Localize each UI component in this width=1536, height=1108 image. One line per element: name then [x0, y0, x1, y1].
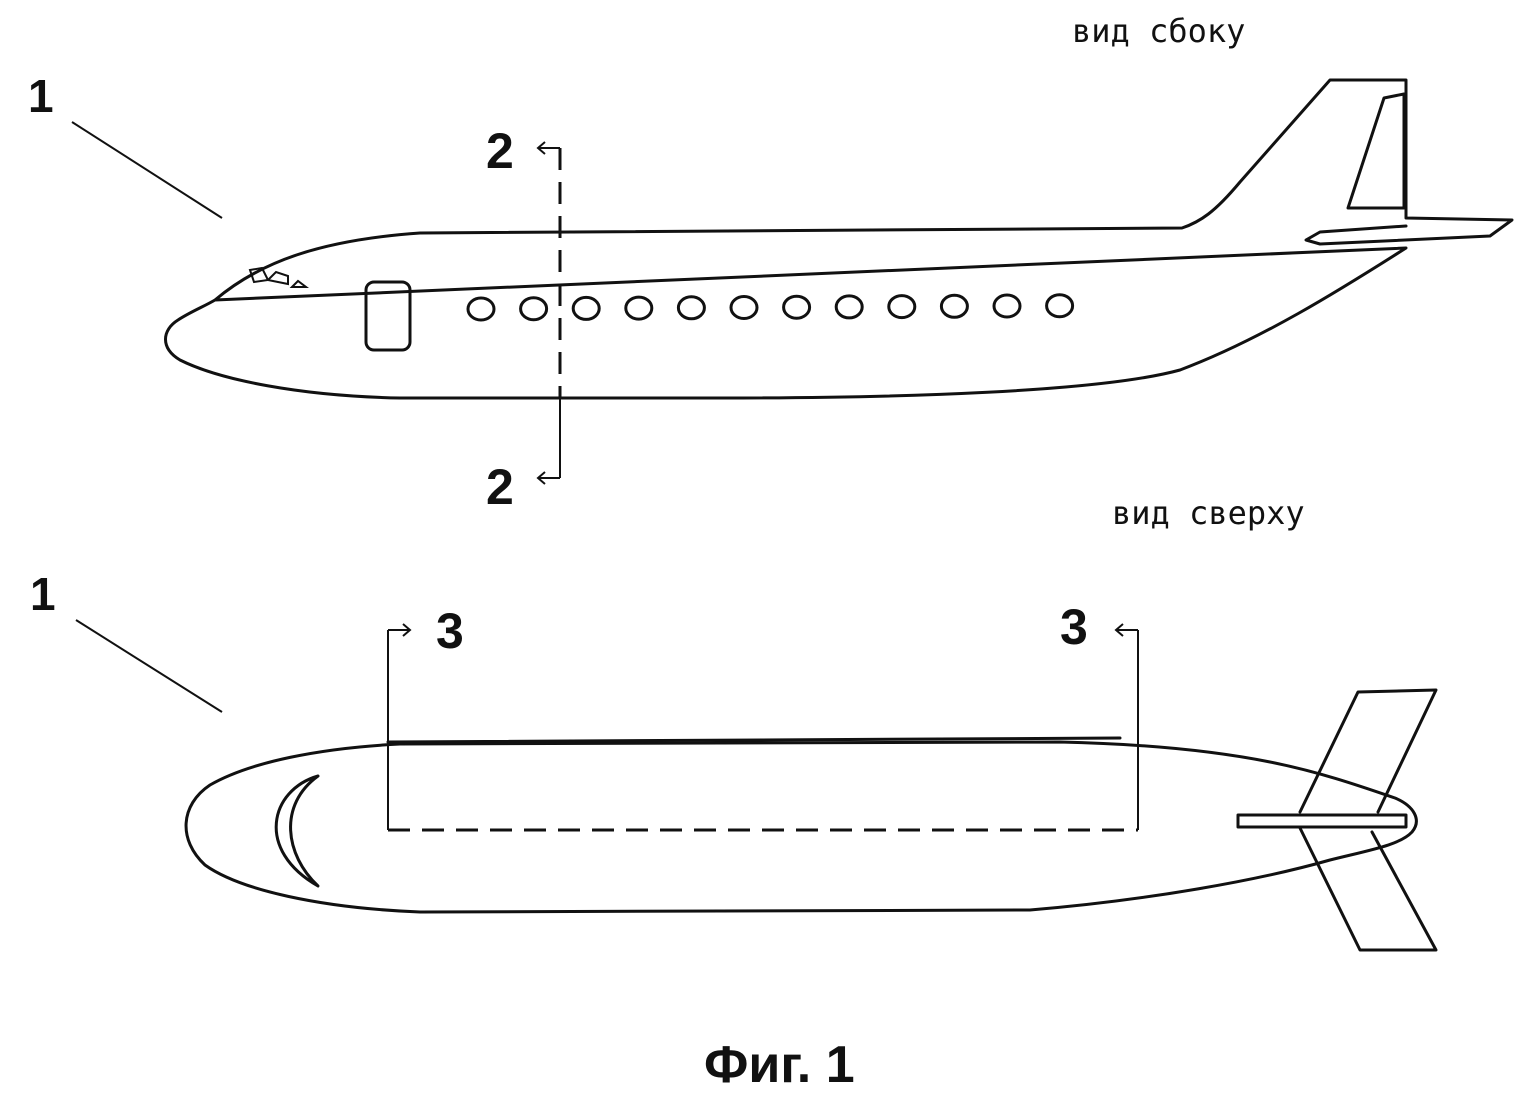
- side-window: [678, 297, 704, 319]
- side-view-label: вид сбоку: [1072, 12, 1245, 50]
- top-cockpit-window: [276, 776, 318, 886]
- section-arrow-top: [538, 142, 560, 154]
- section-label-right: 3: [1060, 599, 1088, 655]
- side-window: [468, 298, 494, 320]
- section-arrow-bottom: [538, 472, 560, 484]
- top-tail-fin-upper: [1300, 690, 1436, 812]
- top-view-label: вид сверху: [1112, 494, 1305, 532]
- side-window: [889, 296, 915, 318]
- top-fuselage-outline: [186, 742, 1416, 912]
- top-view: вид сверху 1 3 3: [30, 494, 1436, 950]
- side-window: [573, 297, 599, 319]
- section-arrow-left: [388, 624, 410, 636]
- side-fuselage-outline: [166, 80, 1513, 398]
- side-window: [1047, 295, 1073, 317]
- side-window: [626, 297, 652, 319]
- side-window: [784, 296, 810, 318]
- section-label-left: 3: [436, 603, 464, 659]
- section-label-bottom: 2: [486, 459, 514, 515]
- side-view-reference-number: 1: [28, 70, 54, 122]
- side-window: [731, 297, 757, 319]
- side-rudder: [1348, 94, 1404, 208]
- section-label-top: 2: [486, 123, 514, 179]
- side-view-leader-line: [72, 122, 222, 218]
- side-window: [521, 298, 547, 320]
- side-window: [941, 295, 967, 317]
- figure-caption: Фиг. 1: [704, 1036, 855, 1094]
- top-view-reference-number: 1: [30, 568, 56, 620]
- top-stabilizer: [1238, 815, 1406, 827]
- side-view: вид сбоку 1 2 2: [28, 12, 1512, 515]
- side-window: [836, 296, 862, 318]
- top-view-leader-line: [76, 620, 222, 712]
- side-window: [994, 295, 1020, 317]
- top-tail-fin-lower: [1300, 828, 1436, 950]
- section-arrow-right: [1116, 624, 1138, 636]
